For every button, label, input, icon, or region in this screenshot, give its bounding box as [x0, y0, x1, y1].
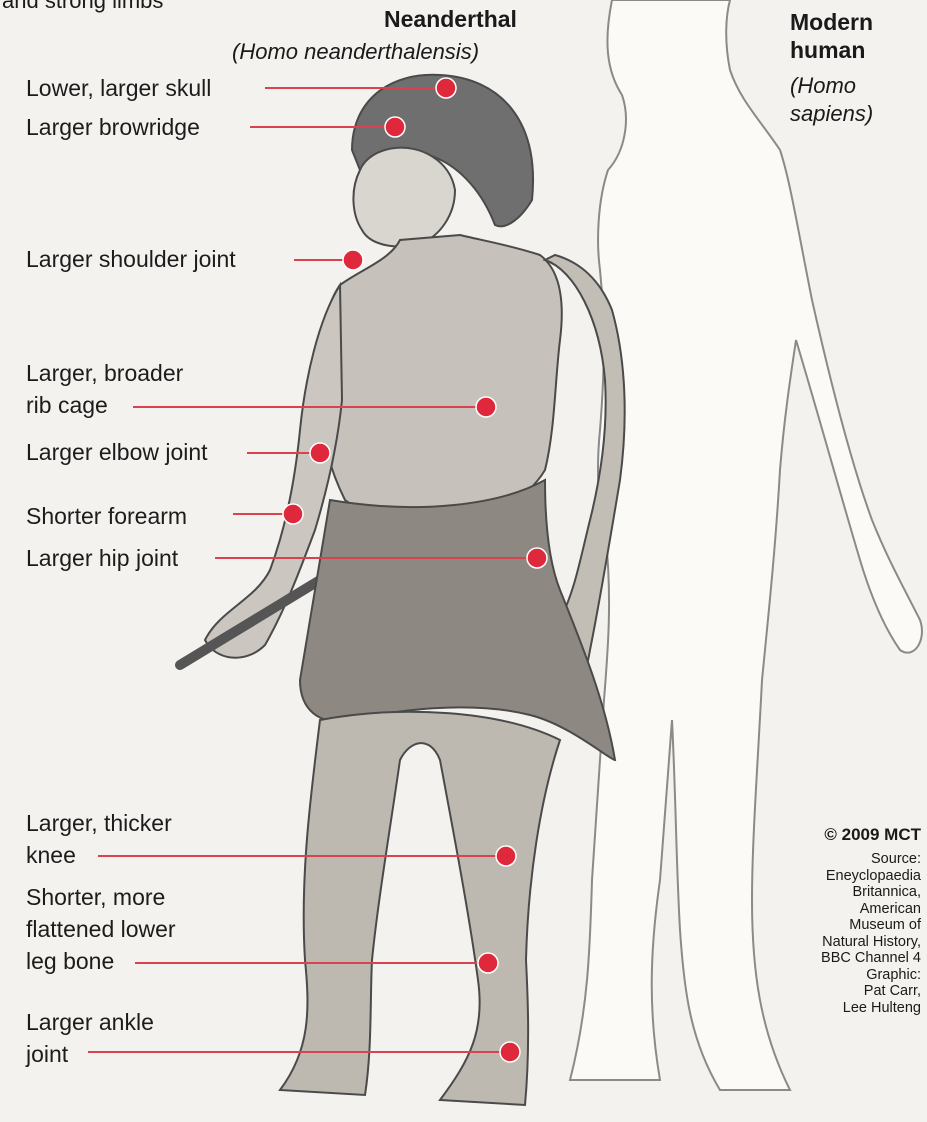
neanderthal-title: Neanderthal — [384, 6, 517, 33]
marker-knee — [496, 846, 516, 866]
label-skull: Lower, larger skull — [26, 72, 211, 104]
marker-browridge — [385, 117, 405, 137]
label-forearm: Shorter forearm — [26, 500, 187, 532]
label-ankle: Larger ankle joint — [26, 1006, 154, 1070]
marker-skull — [436, 78, 456, 98]
modern-human-scientific-name: (Homo sapiens) — [790, 72, 873, 128]
marker-ribcage — [476, 397, 496, 417]
top-caption-fragment: and strong limbs — [2, 0, 163, 14]
label-lower-leg: Shorter, more flattened lower leg bone — [26, 881, 176, 977]
label-browridge: Larger browridge — [26, 111, 200, 143]
marker-forearm — [283, 504, 303, 524]
label-elbow: Larger elbow joint — [26, 436, 208, 468]
source-credits: Source: Eneyclopaedia Britannica, Americ… — [821, 851, 921, 1016]
label-knee: Larger, thicker knee — [26, 807, 172, 871]
label-ribcage: Larger, broader rib cage — [26, 357, 183, 421]
neanderthal-scientific-name: (Homo neanderthalensis) — [232, 39, 479, 65]
marker-shoulder — [343, 250, 363, 270]
marker-lowerleg — [478, 953, 498, 973]
modern-human-title: Modern human — [790, 8, 873, 64]
label-shoulder: Larger shoulder joint — [26, 243, 236, 275]
label-hip: Larger hip joint — [26, 542, 178, 574]
copyright: © 2009 MCT — [824, 825, 921, 845]
marker-ankle — [500, 1042, 520, 1062]
marker-hip — [527, 548, 547, 568]
marker-elbow — [310, 443, 330, 463]
neanderthal-figure — [180, 75, 625, 1105]
